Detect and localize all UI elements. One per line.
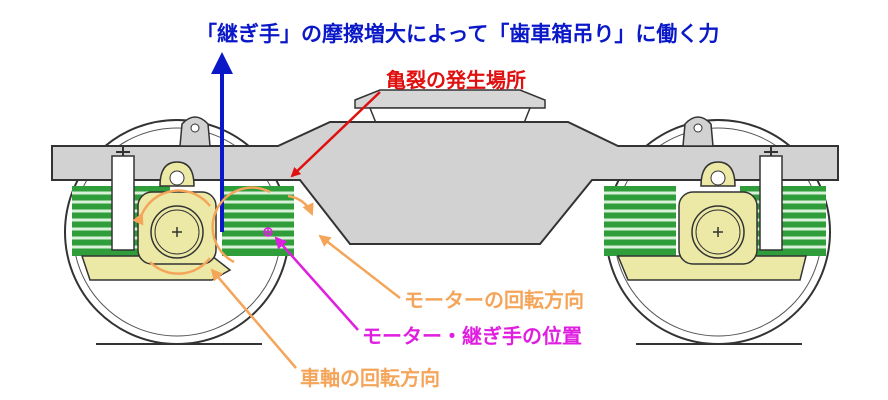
motor-rotation-leader	[318, 234, 401, 299]
force-title-label: 「継ぎ手」の摩擦増大によって「歯車箱吊り」に働く力	[196, 22, 720, 46]
gearbox-right	[616, 161, 807, 281]
axle-rotation-label: 車軸の回転方向	[300, 366, 440, 390]
motor-rotation-label: モーターの回転方向	[404, 288, 584, 312]
damper-left	[111, 146, 135, 251]
frame-lugs	[179, 116, 714, 147]
damper-right	[759, 146, 783, 251]
motor-position-marker	[263, 227, 273, 237]
motor-coupling-position-label: モーター・継ぎ手の位置	[362, 324, 582, 348]
crack-arrow-red	[290, 91, 381, 178]
side-frame	[51, 121, 839, 245]
motor-rotation-arcs	[211, 186, 314, 264]
crack-location-label: 亀裂の発生場所	[386, 68, 526, 92]
axle-rotation-arcs	[132, 189, 211, 275]
gearbox-left	[80, 161, 232, 281]
motor-position-leader	[274, 236, 359, 331]
force-arrow-blue	[211, 52, 233, 232]
axle-rotation-leader	[210, 268, 297, 369]
